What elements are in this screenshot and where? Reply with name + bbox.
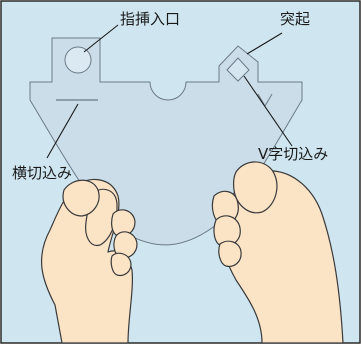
leader-finger-hole — [83, 24, 119, 53]
label-v-cut: V字切込み — [258, 145, 328, 163]
leader-horizontal-cut — [46, 103, 79, 159]
label-finger-hole: 指挿入口 — [120, 10, 180, 28]
right-hand — [211, 161, 344, 344]
leader-v-cut — [243, 75, 293, 147]
finger-hole — [64, 46, 92, 74]
protrusion-shape — [226, 57, 250, 82]
left-hand — [40, 178, 138, 344]
leader-protrusion — [246, 32, 283, 55]
label-protrusion: 突起 — [280, 10, 310, 28]
label-horizontal-cut: 横切込み — [12, 164, 72, 182]
